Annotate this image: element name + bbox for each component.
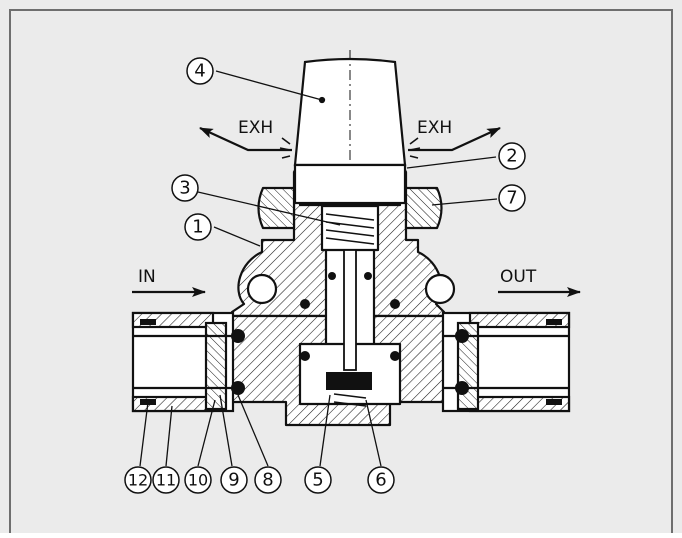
- svg-text:1: 1: [192, 217, 203, 238]
- svg-text:5: 5: [312, 470, 323, 491]
- svg-text:9: 9: [228, 470, 239, 491]
- callout-1: 1: [184, 213, 212, 241]
- callout-6: 6: [367, 466, 395, 494]
- exhaust-right-arrow: [408, 127, 501, 152]
- callout-4: 4: [186, 57, 214, 85]
- leader-lines: [139, 70, 498, 467]
- valve-seat: [326, 372, 372, 390]
- right-port-fitting: [441, 311, 571, 413]
- exhaust-left-arrow: [199, 127, 292, 152]
- callout-12: 12: [124, 466, 152, 494]
- svg-text:2: 2: [506, 146, 517, 167]
- svg-text:12: 12: [128, 471, 148, 490]
- callout-5: 5: [304, 466, 332, 494]
- callout-10: 10: [184, 466, 212, 494]
- svg-text:10: 10: [188, 471, 208, 490]
- callout-8: 8: [254, 466, 282, 494]
- flow-arrows: [132, 127, 581, 297]
- exhaust-right-label: EXH: [417, 118, 452, 138]
- spring: [325, 213, 375, 245]
- callout-11: 11: [152, 466, 180, 494]
- diagram-frame: [9, 9, 673, 533]
- valve-stem: [343, 249, 357, 371]
- left-port-fitting: [131, 311, 235, 413]
- o-rings: [231, 272, 469, 395]
- svg-text:6: 6: [375, 470, 386, 491]
- return-spring: [333, 393, 367, 407]
- callout-3: 3: [171, 174, 199, 202]
- callout-2: 2: [498, 142, 526, 170]
- exhaust-left-label: EXH: [238, 118, 273, 138]
- inlet-label: IN: [138, 267, 156, 287]
- outlet-label: OUT: [500, 267, 537, 287]
- callout-9: 9: [220, 466, 248, 494]
- svg-text:8: 8: [262, 470, 273, 491]
- callouts: 1 2 3 4 5 6 7 8 9 10 11 12: [124, 57, 526, 494]
- svg-text:11: 11: [156, 471, 176, 490]
- svg-text:4: 4: [194, 61, 205, 82]
- callout-7: 7: [498, 184, 526, 212]
- svg-text:7: 7: [506, 188, 517, 209]
- svg-text:3: 3: [179, 178, 190, 199]
